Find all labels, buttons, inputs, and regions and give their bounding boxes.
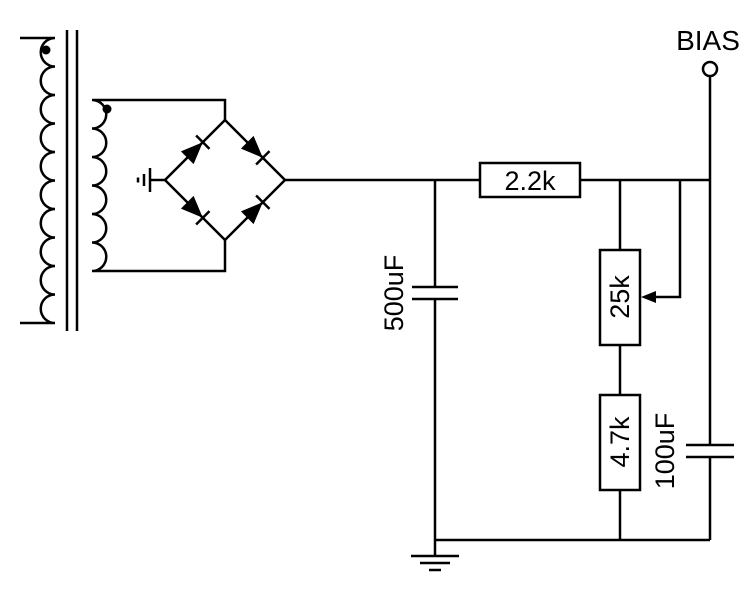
phase-dot-primary-icon (41, 45, 51, 55)
resistor-2k2 (478, 161, 582, 199)
pot-body (598, 248, 642, 347)
resistor-4k7 (598, 393, 642, 492)
potentiometer-25k (598, 248, 656, 347)
diode-triangle (240, 135, 263, 158)
resistor-body (598, 393, 642, 492)
bridge-rectifier (163, 118, 287, 242)
wires (285, 76, 712, 542)
diode-triangle (240, 202, 263, 225)
wire-wiper (648, 180, 682, 299)
diode-bottom-right-icon (240, 194, 271, 225)
diode-top-right-icon (240, 135, 271, 166)
diode-cathode-bar (255, 194, 271, 210)
ground-symbol-bridge-icon (136, 168, 165, 192)
diode-triangle (180, 142, 203, 165)
capacitor-100uf-label: 100uF (650, 413, 680, 490)
bridge-diamond (163, 118, 287, 242)
phase-dot-secondary-icon (102, 104, 112, 114)
bias-label: BIAS (676, 25, 740, 56)
wiper-arrow-icon (641, 291, 656, 303)
bias-terminal (701, 60, 719, 78)
transformer-primary-winding (20, 36, 56, 325)
capacitor-500uf (412, 285, 458, 301)
diode-cathode-bar (195, 134, 211, 150)
potentiometer-25k-label: 25k (605, 275, 635, 319)
diode-bottom-left-icon (180, 195, 211, 226)
diode-top-left-icon (180, 134, 211, 165)
capacitor-500uf-label: 500uF (379, 255, 409, 332)
resistor-body (478, 161, 582, 199)
ground-symbol-main-icon (411, 540, 459, 572)
transformer (20, 30, 227, 331)
capacitor-100uf (686, 443, 734, 459)
resistor-2k2-label: 2.2k (504, 166, 556, 196)
transformer-secondary-winding (91, 98, 227, 273)
diode-cathode-bar (195, 210, 211, 226)
diode-triangle (180, 195, 203, 218)
diode-cathode-bar (255, 150, 271, 166)
resistor-4k7-label: 4.7k (605, 416, 635, 468)
